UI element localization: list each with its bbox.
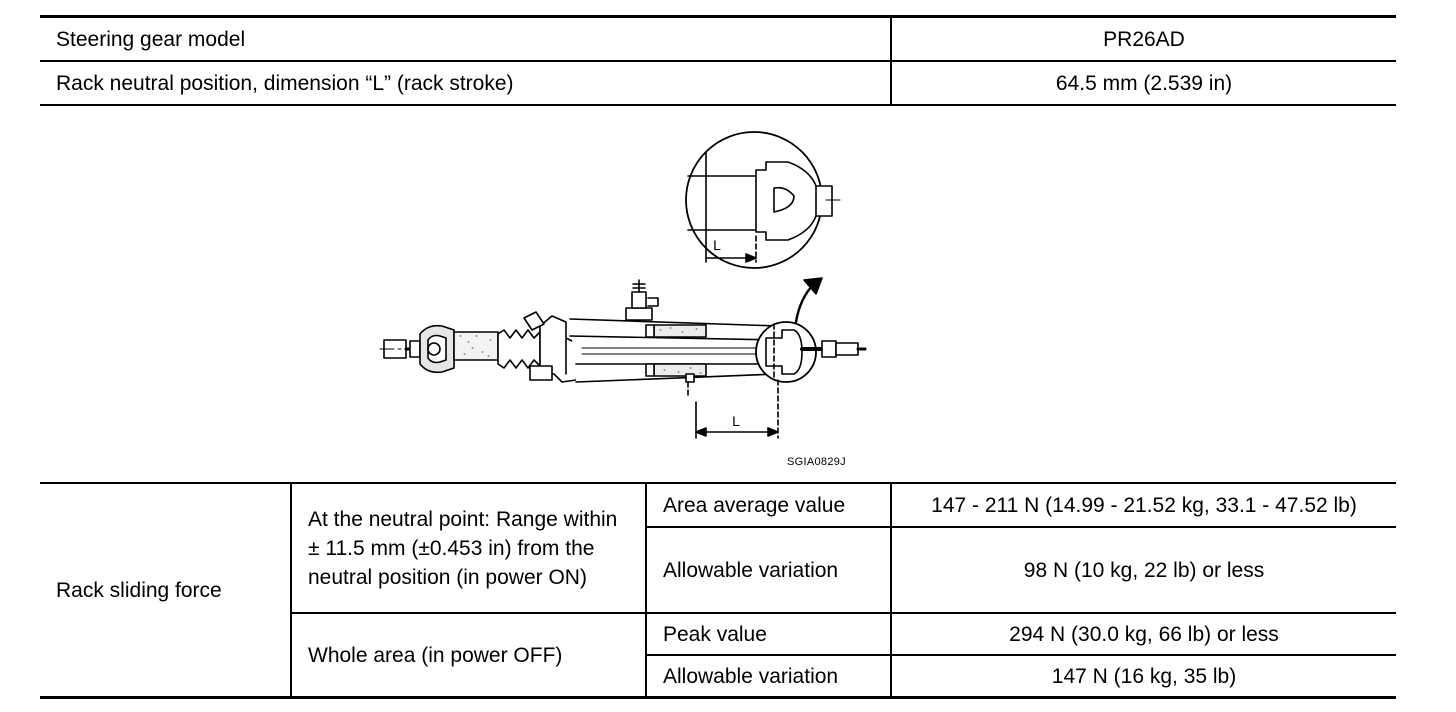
- magnify-arrow-icon: [794, 277, 823, 324]
- whole-area-condition: Whole area (in power OFF): [290, 613, 646, 699]
- peak-value: 294 N (30.0 kg, 66 lb) or less: [890, 613, 1396, 656]
- allowable-variation-label-neutral: Allowable variation: [645, 527, 891, 614]
- rack-sliding-force-table: Rack sliding force At the neutral point:…: [40, 482, 1396, 699]
- figure-caption: SGIA0829J: [787, 456, 846, 468]
- neutral-point-condition: At the neutral point: Range within ± 11.…: [290, 482, 646, 614]
- table-row: Whole area (in power OFF) Peak value 294…: [40, 613, 1396, 699]
- allowable-variation-value-whole: 147 N (16 kg, 35 lb): [890, 655, 1396, 699]
- area-average-value: 147 - 211 N (14.99 - 21.52 kg, 33.1 - 47…: [890, 482, 1396, 528]
- rack-neutral-position-value: 64.5 mm (2.539 in): [890, 61, 1396, 106]
- table-row: Rack sliding force At the neutral point:…: [40, 482, 1396, 699]
- steering-gear-spec-table: Steering gear model PR26AD Rack neutral …: [40, 15, 1396, 106]
- steering-gear-assembly: [379, 279, 867, 439]
- allowable-variation-label-whole: Allowable variation: [645, 655, 891, 699]
- area-average-value-label: Area average value: [645, 482, 891, 528]
- table-row: Rack neutral position, dimension “L” (ra…: [40, 61, 1396, 106]
- rack-end-detail-view: [685, 131, 841, 269]
- steering-gear-diagram: L L: [379, 131, 867, 439]
- peak-value-label: Peak value: [645, 613, 891, 656]
- dimension-l-label-bottom: L: [732, 413, 740, 429]
- table-row: Steering gear model PR26AD: [40, 15, 1396, 62]
- rack-sliding-force-label: Rack sliding force: [40, 482, 291, 699]
- table-row: Allowable variation 147 N (16 kg, 35 lb): [40, 655, 1396, 699]
- dimension-l-label-detail: L: [713, 237, 721, 253]
- rack-neutral-position-label: Rack neutral position, dimension “L” (ra…: [40, 61, 891, 106]
- allowable-variation-value-neutral: 98 N (10 kg, 22 lb) or less: [890, 527, 1396, 614]
- steering-gear-model-label: Steering gear model: [40, 15, 891, 62]
- table-row: Allowable variation 98 N (10 kg, 22 lb) …: [40, 527, 1396, 614]
- steering-gear-model-value: PR26AD: [890, 15, 1396, 62]
